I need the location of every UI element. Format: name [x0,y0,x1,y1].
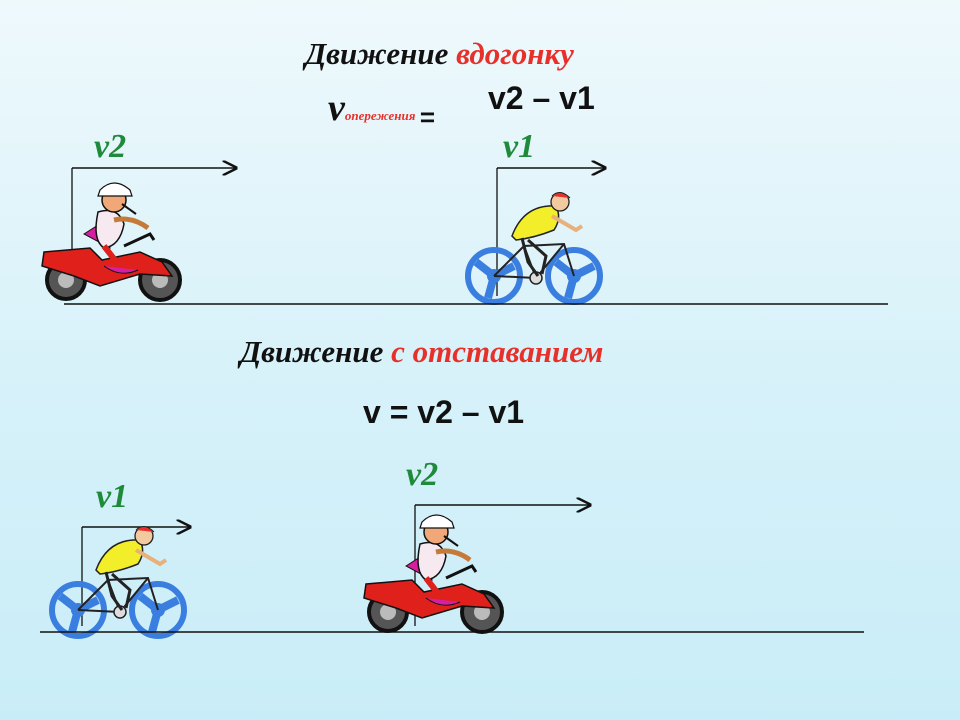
label-v2-top: v2 [94,128,127,165]
formula-equals: = [419,102,436,132]
title-lagging: Движение с отставанием [240,334,603,370]
bicycle-icon [468,192,600,302]
formula-subscript: опережения [344,108,416,123]
label-v1-bottom: v1 [96,478,129,515]
motorbike-icon [42,183,180,300]
title-catch-up: Движение вдогонку [305,36,574,72]
formula-catch-up: vопережения = [328,86,436,132]
label-v2-bottom: v2 [406,456,439,493]
formula-v-symbol: v [328,87,345,129]
formula-lagging: v = v2 – v1 [363,394,525,430]
title-lagging-word1: Движение [240,334,384,369]
formula-catch-up-rhs: v2 – v1 [488,80,595,116]
title-lagging-word2: с отставанием [391,334,604,369]
label-v1-top: v1 [503,128,536,165]
title-catch-up-word2: вдогонку [456,36,574,71]
motorbike-icon [364,515,502,632]
bicycle-icon [52,526,184,636]
title-catch-up-word1: Движение [305,36,449,71]
